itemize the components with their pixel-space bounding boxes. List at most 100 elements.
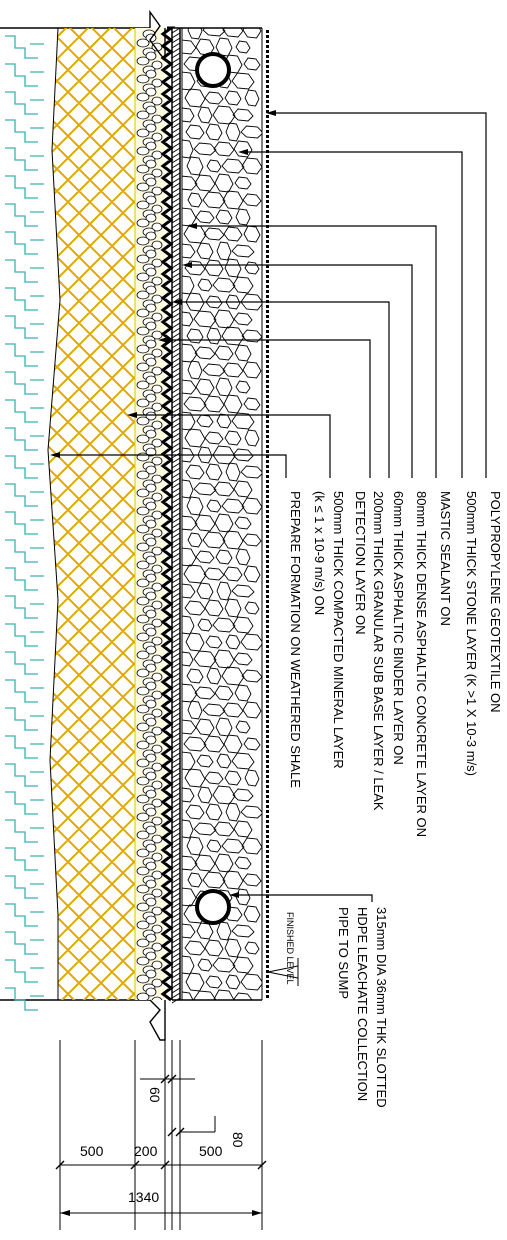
dim-tick [167,1074,177,1084]
pebble [145,141,157,151]
pebble [151,456,163,466]
cobble [197,958,213,972]
cobble [184,260,206,276]
cobble [186,496,204,516]
cobble [184,600,206,616]
cobble [195,550,215,564]
cobble [241,837,262,855]
pebble [145,735,157,745]
cobble [225,462,241,482]
cobble [242,533,262,547]
dim-1340: 1340 [128,1189,159,1205]
pebble [145,573,157,583]
cobble [187,28,203,40]
leader-line [58,454,287,478]
cobble [221,838,245,854]
cobble [182,71,196,91]
cobble [212,957,236,973]
cobble [244,429,260,447]
pebble [145,753,157,763]
cobble [186,668,204,684]
pebble [136,524,150,534]
cobble [232,616,254,634]
cobble [213,481,235,497]
weathered-shale-layer [5,35,44,1011]
cobble [243,397,261,411]
cobble [195,718,215,736]
pebble [145,609,157,619]
pebble [136,596,150,606]
pebble [145,519,157,529]
callout-dense-asphalt: 80mm THICK DENSE ASPHALTIC CONCRETE LAYE… [414,491,429,837]
pebble [145,177,157,187]
cobble [197,106,213,124]
pebble [145,681,157,691]
cobble [222,702,244,718]
cobble [204,431,224,445]
cobble [182,751,196,771]
pebble [145,465,157,475]
cobble [244,601,260,615]
compacted-mineral-layer [48,28,135,1000]
cobble [203,735,225,753]
pebble [145,69,157,79]
pebble [145,429,157,439]
pebble [145,375,157,385]
pebble [145,411,157,421]
cobble [182,311,194,327]
pebble [151,132,163,142]
cobble [224,258,242,278]
cobble [182,207,197,227]
pebble [151,528,163,538]
cobble [197,618,213,632]
pebble [136,38,150,48]
cobble [242,701,262,719]
callout-pipe-line3: PIPE TO SUMP [336,907,351,999]
cobble [182,39,197,55]
pebble [145,231,157,241]
cobble [206,499,222,513]
pebble [151,168,163,178]
cobble [182,583,196,599]
dense-asphaltic-concrete-layer [171,27,181,1004]
dim-tick [55,1160,65,1170]
cobble [214,173,234,193]
cobble [221,158,245,174]
pebble [145,987,157,997]
pebble [136,272,150,282]
cobble [193,142,217,156]
pebble [145,105,157,115]
cobble [221,326,245,346]
cobble [193,650,217,668]
cobble [182,615,195,635]
cobble [202,363,226,377]
dim-200: 200 [134,1143,158,1159]
cobble [234,344,252,362]
cobble [224,90,242,106]
cobble [202,531,226,549]
cobble [221,498,245,514]
leader-arrow [187,223,197,229]
pebble [151,708,163,718]
binder-zigzag [160,26,176,1002]
cobble [232,956,254,974]
asphalt-diagonal-hatch [171,27,181,1004]
cobble [186,328,204,344]
pebble [145,339,157,349]
pebble [145,699,157,709]
pebble [145,249,157,259]
cobble [206,159,222,173]
cobble [196,582,214,600]
cobble [205,295,223,309]
cobble [183,396,207,412]
cobble [224,598,242,618]
pebble [136,236,150,246]
cobble [233,140,253,158]
pebble [145,159,157,169]
asphaltic-binder-layer [160,26,176,1002]
cobble [182,923,196,939]
callout-stone-layer: 500mm THICK STONE LAYER (K >1 X 10-3 m/s… [464,491,479,776]
cobble [185,124,205,140]
pebble [136,452,150,462]
pebble [136,578,150,588]
